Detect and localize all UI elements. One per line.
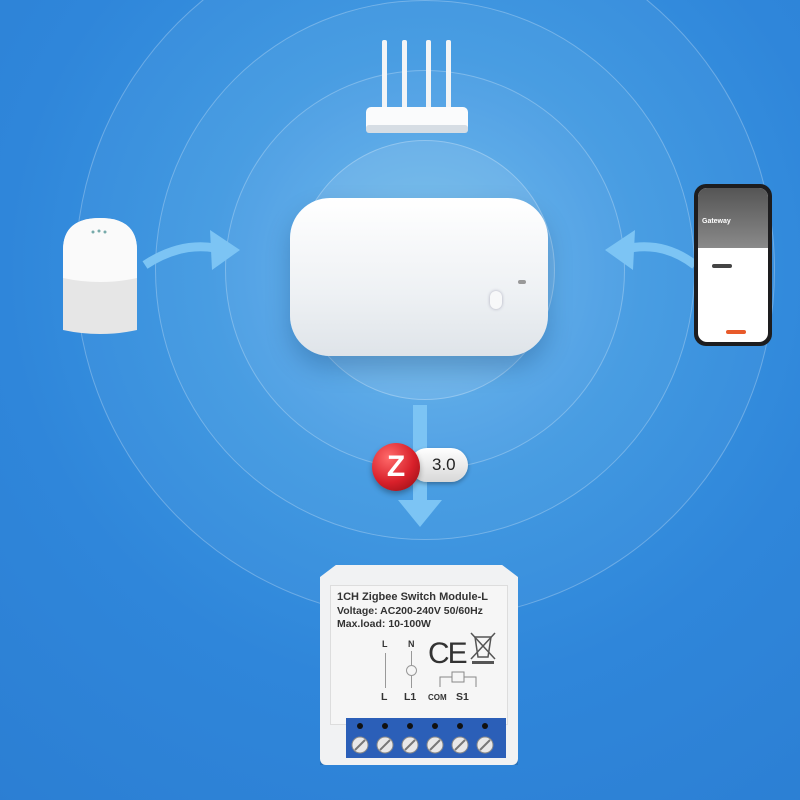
module-title: 1CH Zigbee Switch Module-L [337, 591, 488, 603]
zigbee-version-text: 3.0 [432, 455, 456, 474]
weee-bin-icon [470, 632, 496, 664]
module-voltage: Voltage: AC200-240V 50/60Hz [337, 605, 483, 617]
arrow-right-icon [142, 230, 240, 270]
terminal-label: COM [428, 693, 447, 702]
terminal-label: L1 [404, 691, 417, 703]
switch-module: 1CH Zigbee Switch Module-L Voltage: AC20… [320, 565, 518, 765]
usb-port-icon [518, 280, 526, 284]
zigbee-gateway-hub [290, 198, 548, 356]
lamp-symbol-icon [406, 665, 417, 676]
smart-speaker-image [63, 218, 137, 334]
terminal-label: S1 [456, 691, 469, 703]
smartphone-image: Gateway [694, 184, 772, 346]
relay-symbol-icon [439, 671, 477, 687]
router-image [366, 40, 468, 133]
ce-mark-icon: CE [428, 637, 468, 670]
wiring-l-top: L [382, 639, 388, 649]
terminal-screws [351, 723, 494, 754]
wiring-n-top: N [408, 639, 415, 649]
terminal-block [346, 718, 506, 758]
phone-screen-title: Gateway [698, 188, 768, 248]
terminal-label: L [381, 691, 388, 703]
reset-button-icon [490, 291, 502, 309]
module-max-load: Max.load: 10-100W [337, 618, 431, 630]
arrow-left-icon [605, 230, 698, 270]
zigbee-logo-icon: Z [372, 443, 420, 491]
